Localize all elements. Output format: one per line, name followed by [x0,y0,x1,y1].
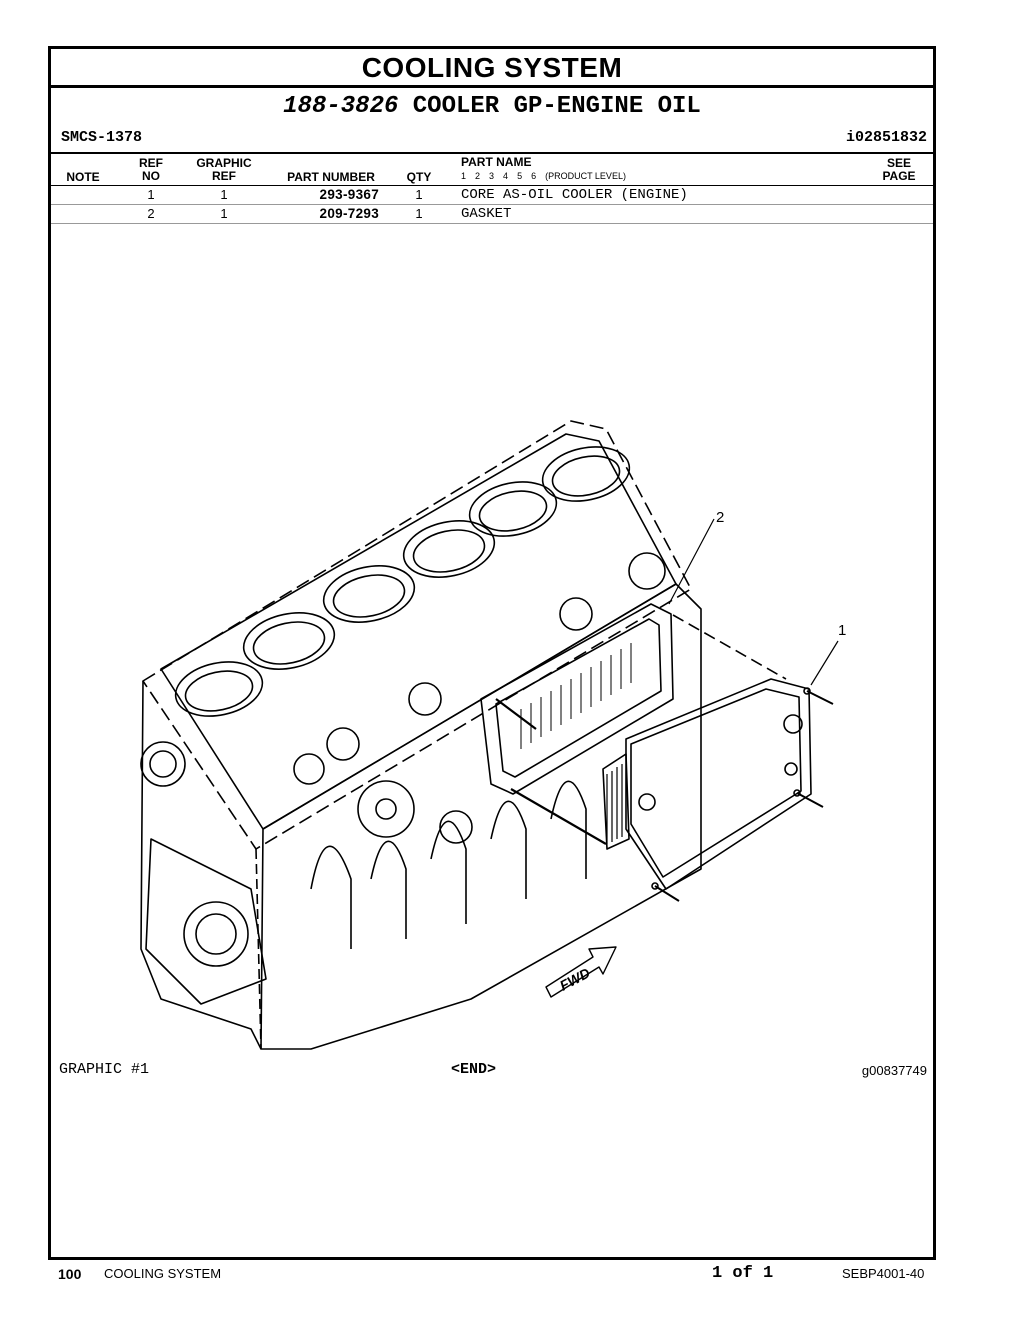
part-name: GASKET [461,206,512,222]
footer-publication: SEBP4001-40 [842,1266,925,1281]
end-marker: <END> [451,1061,497,1078]
footer-page-of: 1 of 1 [712,1264,774,1283]
table-top-rule [51,152,933,154]
document-id: i02851832 [845,129,927,146]
footer-section: COOLING SYSTEM [104,1266,222,1281]
graphic-id: g00837749 [861,1063,927,1078]
engine-block-illustration: 2 1 FWD [140,420,846,1050]
group-part-number[interactable]: 188-3826 [283,93,399,120]
col-header-part-name: PART NAME [461,155,532,169]
col-header-graphic-ref: GRAPHIC REF [196,156,252,183]
group-description: COOLER GP-ENGINE OIL [412,93,701,120]
callout-2: 2 [716,509,724,526]
col-header-see-page: SEE PAGE [882,156,916,183]
footer-page-number: 100 [58,1266,82,1282]
page-title: COOLING SYSTEM [51,49,933,88]
col-header-part-number: PART NUMBER [287,170,375,184]
quantity: 1 [415,187,423,202]
callout-1: 1 [838,622,846,639]
col-header-ref-no: REF NO [139,156,163,183]
ref-no: 1 [147,187,155,202]
row-divider [51,204,933,205]
graphic-ref: 1 [220,206,228,221]
graphic-label: GRAPHIC #1 [59,1061,150,1078]
col-header-qty: QTY [406,170,432,184]
part-number[interactable]: 293-9367 [319,187,379,202]
page-frame: COOLING SYSTEM 188-3826 COOLER GP-ENGINE… [48,46,936,1260]
graphic-ref: 1 [220,187,228,202]
ref-no: 2 [147,206,155,221]
part-number[interactable]: 209-7293 [319,206,379,221]
row-divider [51,223,933,224]
part-name: CORE AS-OIL COOLER (ENGINE) [461,187,688,203]
table-header-rule [51,185,933,186]
col-header-note: NOTE [66,170,100,184]
group-title: 188-3826 COOLER GP-ENGINE OIL [51,93,933,121]
quantity: 1 [415,206,423,221]
smcs-code: SMCS-1378 [61,129,143,146]
